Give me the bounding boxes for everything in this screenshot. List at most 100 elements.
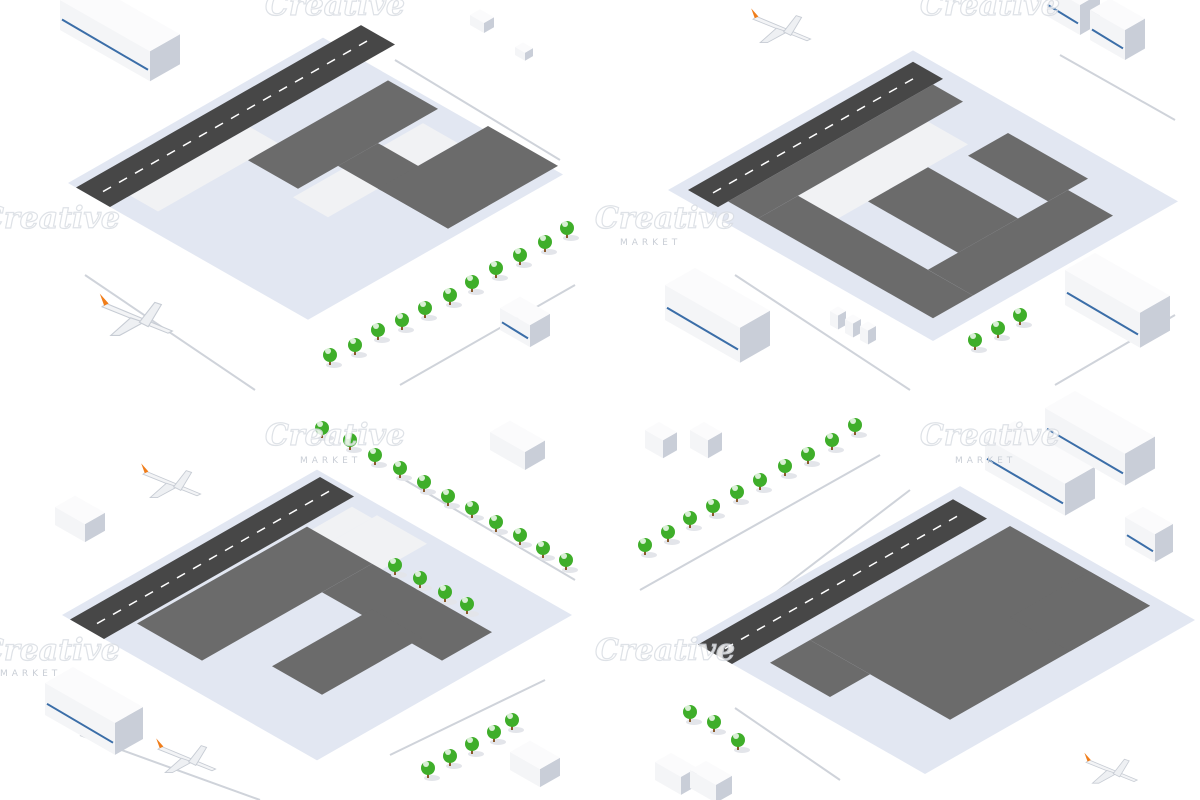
tree-snow	[561, 553, 567, 559]
tree-shadow	[492, 275, 508, 281]
hangar-face-right	[1140, 295, 1170, 348]
runway-centerline-dash	[176, 572, 186, 579]
tree-shadow	[516, 542, 532, 548]
tree-shadow	[851, 432, 867, 438]
airplane-icon	[156, 738, 217, 774]
fuel-tank-face-left	[845, 319, 853, 338]
tree-snow	[507, 713, 513, 719]
hangar-small-roof	[490, 420, 545, 452]
tree-snow	[489, 725, 495, 731]
tree-snow	[445, 288, 451, 294]
runway-centerline-dash	[772, 615, 782, 622]
office-building-roof	[1071, 0, 1089, 5]
hangar-small-face-left	[55, 507, 85, 543]
tree-shadow	[641, 552, 657, 558]
hangar	[45, 667, 143, 755]
tree-shadow	[420, 489, 436, 495]
tree-snow	[462, 597, 468, 603]
runway-centerline-dash	[740, 634, 750, 641]
taxiway	[248, 80, 438, 189]
tree-snow	[467, 501, 473, 507]
tree-shadow	[492, 529, 508, 535]
runway-centerline-dash	[246, 104, 256, 111]
tree-snow	[1015, 308, 1021, 314]
runway-centerline-dash	[134, 168, 144, 174]
tree-shadow	[468, 515, 484, 521]
tree-shadow	[446, 763, 462, 769]
tree-shadow	[710, 729, 726, 735]
tree-shadow	[398, 327, 414, 333]
tree-snow	[491, 261, 497, 267]
office-building-face-right	[1155, 523, 1173, 563]
runway-centerline-dash	[760, 160, 770, 167]
fuel-tank-face-right	[716, 775, 732, 800]
tree-shadow	[468, 751, 484, 757]
taxiway	[928, 190, 1113, 296]
fuel-tank-face-left	[690, 770, 716, 800]
airplane-wing	[187, 745, 208, 766]
watermark-sub: MARKET	[0, 669, 61, 679]
runway-centerline-dash	[304, 499, 314, 506]
tree-shadow	[371, 462, 387, 468]
taxiway	[322, 563, 492, 661]
airfield-platform	[62, 469, 572, 761]
road-line	[1059, 54, 1176, 121]
tree-shadow	[441, 599, 457, 605]
office-building-window-band	[501, 321, 529, 340]
runway-centerline-dash	[230, 113, 240, 120]
airplane-tail	[141, 463, 149, 474]
tree-snow	[827, 433, 833, 439]
runway-centerline-dash	[198, 131, 208, 138]
hangar	[1045, 390, 1155, 486]
road-line	[404, 479, 576, 581]
tree-snow	[390, 558, 396, 564]
airplane-wing	[759, 27, 789, 44]
taxiway	[1010, 571, 1150, 652]
tree-shadow	[971, 347, 987, 353]
fire-truck-face-right	[525, 48, 533, 61]
watermark-brand: Creative	[0, 201, 120, 236]
fire-truck-face-left	[515, 47, 525, 61]
runway-centerline-dash	[948, 515, 958, 522]
tree-shadow	[563, 235, 579, 241]
fuel-tank	[845, 314, 861, 338]
tree-snow	[562, 221, 568, 227]
watermark-brand: Creative	[265, 418, 405, 453]
office-building-window-band	[1126, 534, 1154, 553]
runway-centerline-dash	[150, 158, 160, 165]
airplane-wing	[149, 482, 179, 499]
tree-shadow	[828, 447, 844, 453]
hangar-roof	[60, 0, 180, 52]
office-building	[1090, 0, 1145, 60]
fire-truck-roof	[515, 42, 533, 53]
hangar-roof	[45, 667, 143, 723]
runway-centerline-dash	[208, 554, 218, 561]
tree-snow	[755, 473, 761, 479]
hangar-roof	[985, 420, 1095, 484]
hangar-face-right	[740, 310, 770, 363]
tree-snow	[370, 448, 376, 454]
hangar-window-band	[1046, 427, 1124, 475]
tree-snow	[395, 461, 401, 467]
office-building-roof	[1090, 0, 1145, 30]
airfield-platform	[68, 37, 563, 320]
runway-centerline-dash	[342, 49, 352, 56]
fuel-tank-roof	[690, 422, 722, 441]
tree-snow	[317, 421, 323, 427]
hangar-roof	[1065, 252, 1170, 313]
airplane-fuselage	[142, 470, 202, 497]
airplane-wing	[138, 301, 163, 328]
runway-centerline-dash	[744, 169, 754, 176]
tree-shadow	[733, 499, 749, 505]
tree-snow	[708, 499, 714, 505]
airplane-icon	[141, 463, 202, 499]
tree-shadow	[994, 335, 1010, 341]
runway-centerline-dash	[712, 187, 722, 194]
fuel-tank	[860, 321, 876, 345]
fuel-tank-roof	[830, 306, 846, 316]
runway-centerline-dash	[166, 149, 176, 156]
hangar-small	[490, 420, 545, 470]
runway-centerline-dash	[160, 581, 170, 588]
runway-centerline-dash	[872, 96, 882, 103]
fuel-tank	[690, 760, 732, 800]
